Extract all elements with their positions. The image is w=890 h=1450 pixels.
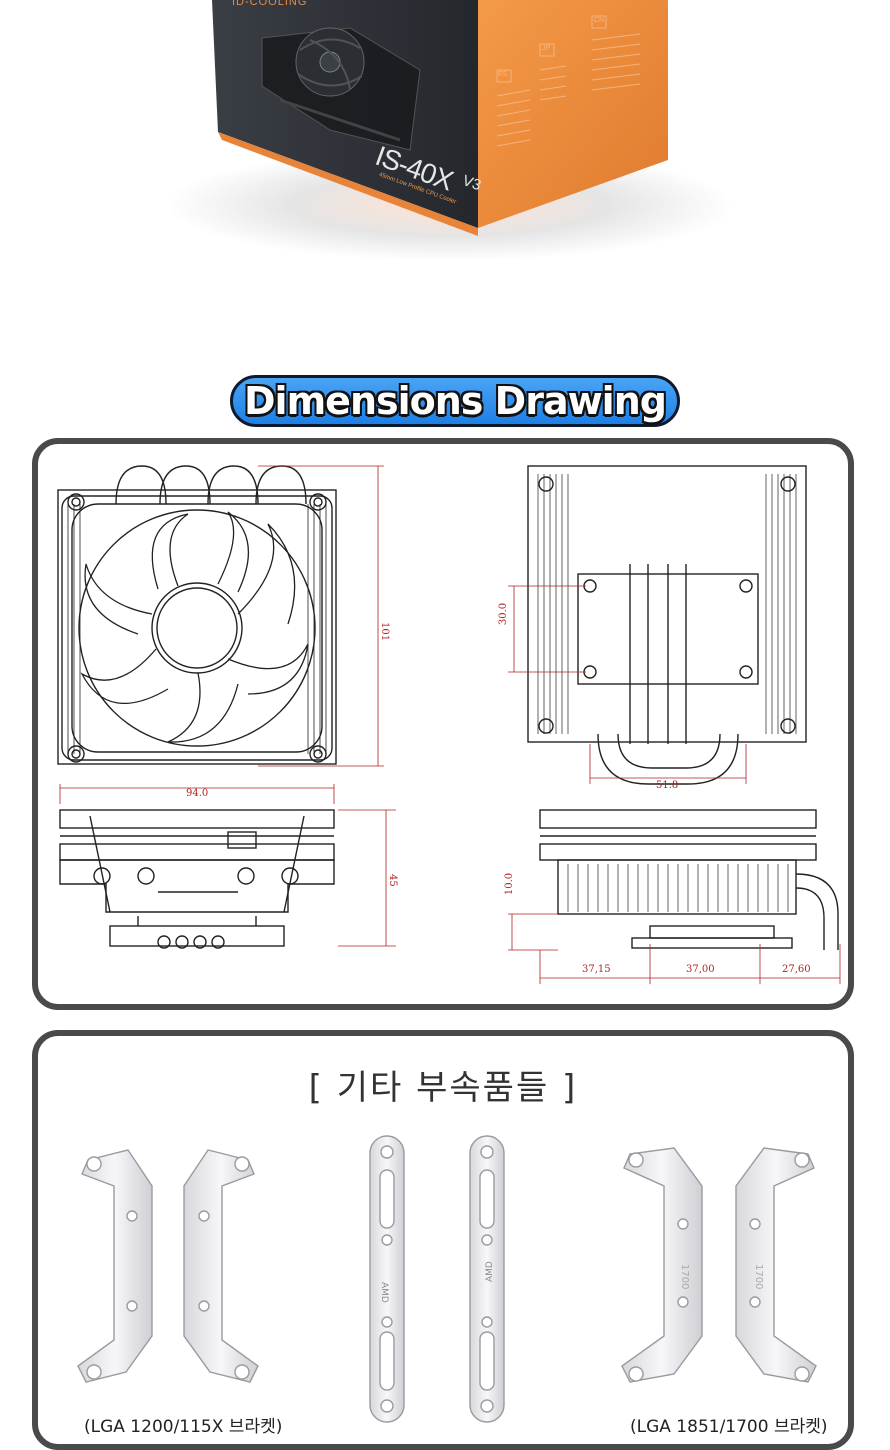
amd-mark-left: AMD [379, 1282, 389, 1303]
dim-top-width: 94.0 [186, 788, 208, 799]
dimensions-drawing: 101 94.0 45 [57, 465, 841, 984]
accessories-title: [ 기타 부속품들 ] [308, 1068, 578, 1108]
lga1700-mark-right: 1700 [753, 1264, 764, 1289]
dim-bottom-spacing: 51.8 [656, 780, 678, 791]
dim-side-height: 45 [387, 874, 398, 887]
accessories-illustration: AMD AMD 1700 1700 [77, 1135, 817, 1423]
dim-profile-seg2: 37,00 [686, 964, 715, 975]
box-side-label-jp: JP [542, 45, 551, 52]
caption-lga1200: (LGA 1200/115X 브라켓) [84, 1417, 283, 1437]
dim-top-height: 101 [379, 622, 390, 641]
accessories-panel: [ 기타 부속품들 ] AMD AMD [32, 1030, 854, 1450]
dimensions-title-badge: Dimensions Drawing [230, 375, 680, 427]
dimensions-panel: 101 94.0 45 [32, 438, 854, 1010]
box-brand: ID-COOLING [232, 0, 308, 8]
bottom-view-drawing [527, 465, 807, 785]
side-view-drawing [59, 809, 335, 949]
product-box-image: ID-COOLING IS-40X V3 45mm Low Profile CP… [0, 0, 890, 300]
caption-lga1700: (LGA 1851/1700 브라켓) [630, 1417, 828, 1437]
amd-brackets [369, 1135, 505, 1423]
dim-bottom-pitch: 30.0 [498, 603, 509, 625]
product-box-graphic [212, 0, 668, 236]
dim-profile-seg3: 27,60 [782, 964, 811, 975]
box-side-label-es: ES [498, 71, 508, 78]
dimensions-title: Dimensions Drawing [244, 379, 667, 423]
dim-profile-seg1: 37,15 [582, 964, 611, 975]
box-side-label-cn: CN [594, 17, 605, 24]
amd-mark-right: AMD [485, 1261, 495, 1282]
lga1700-mark-left: 1700 [679, 1264, 690, 1289]
lga1700-brackets [621, 1147, 817, 1383]
lga1200-brackets [77, 1149, 259, 1383]
profile-view-drawing [539, 809, 839, 950]
top-view-drawing [57, 465, 337, 765]
dim-profile-height: 10.0 [504, 873, 515, 895]
